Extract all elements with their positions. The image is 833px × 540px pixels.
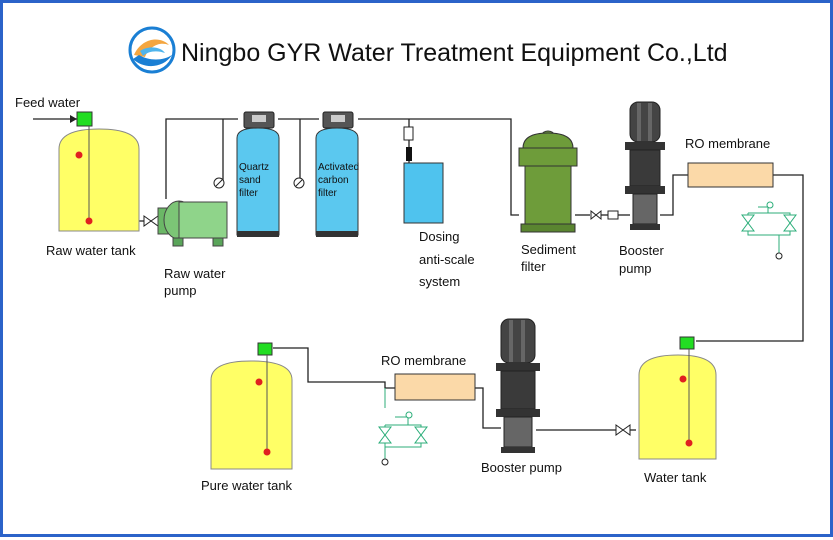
float-switch-icon xyxy=(263,448,271,456)
label-feed-water: Feed water xyxy=(15,95,81,110)
label-dosing-line3: system xyxy=(419,274,460,289)
flow-meter-icon xyxy=(607,210,619,220)
activated-carbon-filter xyxy=(315,111,359,237)
label-carbon-line1: Activated xyxy=(318,162,359,173)
valve-manifold-bottom xyxy=(378,388,428,459)
pressure-gauge-icon xyxy=(293,177,305,189)
label-ro-membrane-bottom: RO membrane xyxy=(381,353,466,368)
label-pure-water-tank: Pure water tank xyxy=(201,478,293,493)
dosing-system xyxy=(403,126,444,224)
float-switch-icon xyxy=(85,217,93,225)
label-ro-membrane-top: RO membrane xyxy=(685,136,770,151)
label-sediment-line1: Sediment xyxy=(521,242,576,257)
ro-membrane-top xyxy=(687,162,774,188)
label-booster-pump-bottom: Booster pump xyxy=(481,460,562,475)
drain-icon xyxy=(775,252,783,260)
label-sediment-line2: filter xyxy=(521,259,546,274)
label-dosing-line2: anti-scale xyxy=(419,252,475,267)
label-carbon-line3: filter xyxy=(318,188,338,199)
float-switch-icon xyxy=(255,378,263,386)
label-dosing-line1: Dosing xyxy=(419,229,459,244)
label-raw-water-pump-line2: pump xyxy=(164,283,197,298)
feed-arrow-icon xyxy=(70,115,77,123)
label-quartz-line1: Quartz xyxy=(239,162,269,173)
label-booster-line1: Booster xyxy=(619,243,664,258)
drain-icon xyxy=(381,458,389,466)
company-title: Ningbo GYR Water Treatment Equipment Co.… xyxy=(181,39,728,67)
label-raw-water-pump-line1: Raw water xyxy=(164,266,226,281)
valve-icon xyxy=(143,215,159,227)
raw-water-pump xyxy=(157,200,228,247)
valve-icon xyxy=(615,424,631,436)
level-sensor-icon xyxy=(257,342,273,356)
raw-water-tank xyxy=(58,111,140,232)
booster-pump-bottom xyxy=(496,318,540,453)
label-quartz-line2: sand xyxy=(239,175,261,186)
valve-manifold-top xyxy=(741,201,797,253)
pressure-gauge-icon xyxy=(213,177,225,189)
float-switch-icon xyxy=(75,151,83,159)
pipes xyxy=(33,118,804,431)
label-quartz-line3: filter xyxy=(239,188,259,199)
company-logo xyxy=(128,26,176,74)
label-raw-water-tank: Raw water tank xyxy=(46,243,136,258)
float-switch-icon xyxy=(685,439,693,447)
label-water-tank: Water tank xyxy=(644,470,707,485)
sediment-filter xyxy=(518,130,578,233)
float-switch-icon xyxy=(679,375,687,383)
pure-water-tank xyxy=(210,342,293,470)
process-flow-diagram: Ningbo GYR Water Treatment Equipment Co.… xyxy=(15,26,804,493)
valve-icon xyxy=(590,209,602,221)
ro-membrane-bottom xyxy=(394,373,476,401)
level-sensor-icon xyxy=(76,111,93,127)
label-carbon-line2: carbon xyxy=(318,175,349,186)
water-tank xyxy=(638,336,717,460)
booster-pump-top xyxy=(625,101,665,230)
label-booster-line2: pump xyxy=(619,261,652,276)
quartz-sand-filter xyxy=(236,111,280,237)
level-sensor-icon xyxy=(679,336,695,350)
